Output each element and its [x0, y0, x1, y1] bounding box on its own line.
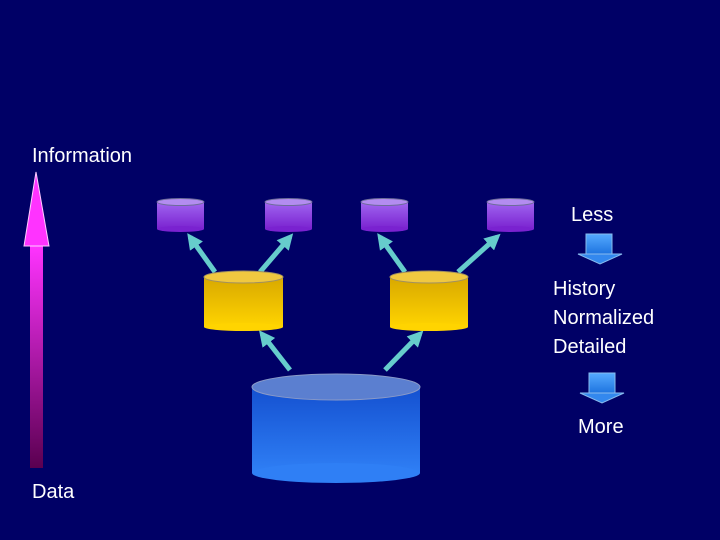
connector-arrows — [187, 233, 501, 372]
connector-large-to-mid-right — [383, 330, 424, 372]
down-arrow-icon — [577, 233, 623, 265]
database-icon — [486, 198, 535, 232]
characteristic-detailed: Detailed — [553, 336, 627, 358]
connector-mid-left-to-small-2 — [258, 233, 294, 274]
database-icon — [203, 270, 284, 331]
database-icon — [389, 270, 469, 331]
database-icon — [156, 198, 205, 232]
information-data-arrow — [23, 171, 50, 468]
characteristic-normalized: Normalized — [553, 307, 655, 329]
connector-mid-right-to-small-3 — [377, 233, 408, 274]
more-label: More — [578, 416, 624, 438]
connector-mid-left-to-small-1 — [187, 233, 218, 274]
data-label: Data — [32, 481, 75, 503]
connector-mid-right-to-small-4 — [456, 233, 501, 274]
database-icon — [251, 373, 421, 483]
information-label: Information — [32, 145, 133, 167]
database-icon — [264, 198, 313, 232]
characteristic-history: History — [553, 278, 616, 300]
database-icon — [360, 198, 409, 232]
down-arrow-icon — [579, 372, 625, 404]
less-label: Less — [571, 204, 614, 226]
connector-large-to-mid-left — [259, 330, 292, 372]
